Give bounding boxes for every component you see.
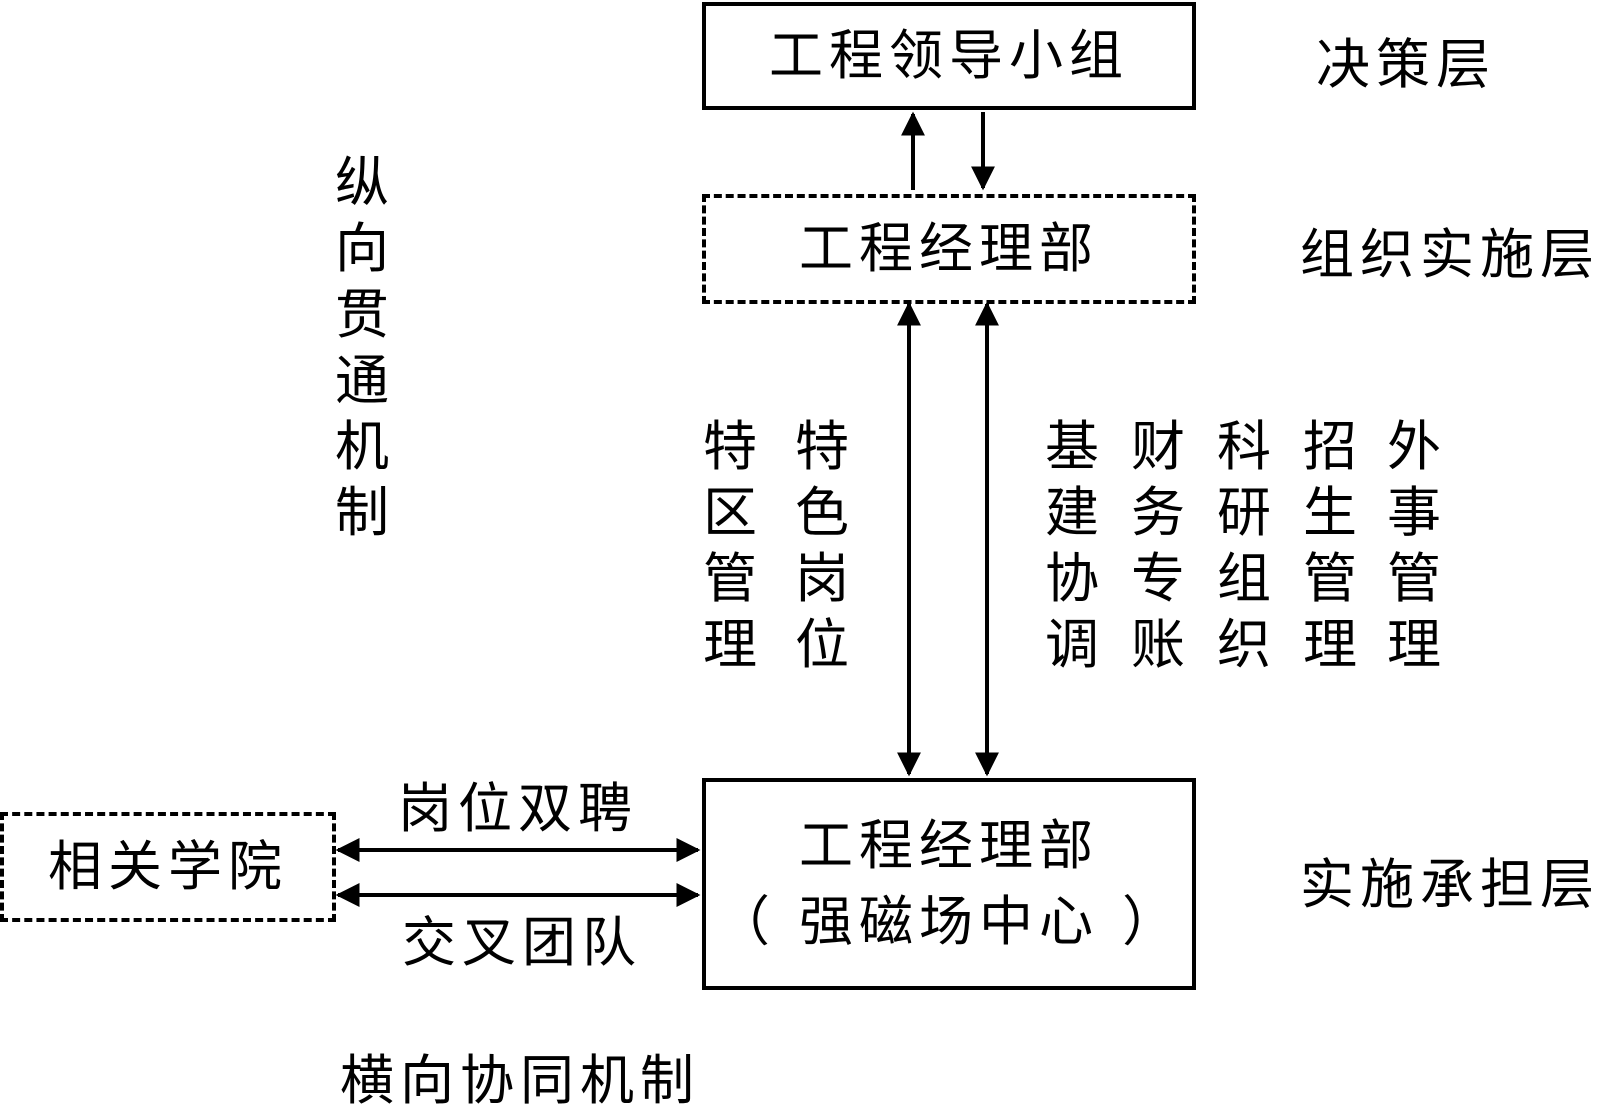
impl-box-line2: （ 强磁场中心 ） [715, 890, 1183, 953]
layer-implementation: 实施承担层 [1300, 853, 1600, 916]
function-column: 特区管理 [703, 415, 757, 676]
function-column: 外事管理 [1387, 415, 1441, 676]
link-post-dual: 岗位双聘 [398, 777, 638, 840]
link-cross-team: 交叉团队 [402, 911, 642, 974]
impl-box: 工程经理部 （ 强磁场中心 ） [702, 778, 1196, 990]
function-column: 招生管理 [1303, 415, 1357, 676]
function-column: 财务专账 [1131, 415, 1185, 676]
college-box: 相关学院 [0, 812, 336, 922]
org-dept-box: 工程经理部 [702, 194, 1196, 304]
horizontal-mechanism-label: 横向协同机制 [340, 1049, 700, 1112]
function-column: 特色岗位 [795, 415, 849, 676]
college-box-label: 相关学院 [48, 835, 288, 898]
vertical-mechanism-label: 纵向贯通机制 [335, 151, 389, 544]
org-dept-box-label: 工程经理部 [799, 217, 1099, 280]
function-column: 基建协调 [1045, 415, 1099, 676]
decision-box-label: 工程领导小组 [769, 24, 1129, 87]
impl-box-line1: 工程经理部 [799, 814, 1099, 877]
layer-decision: 决策层 [1316, 33, 1496, 96]
function-column: 科研组织 [1217, 415, 1271, 676]
layer-organization: 组织实施层 [1300, 223, 1600, 286]
decision-box: 工程领导小组 [702, 2, 1196, 110]
